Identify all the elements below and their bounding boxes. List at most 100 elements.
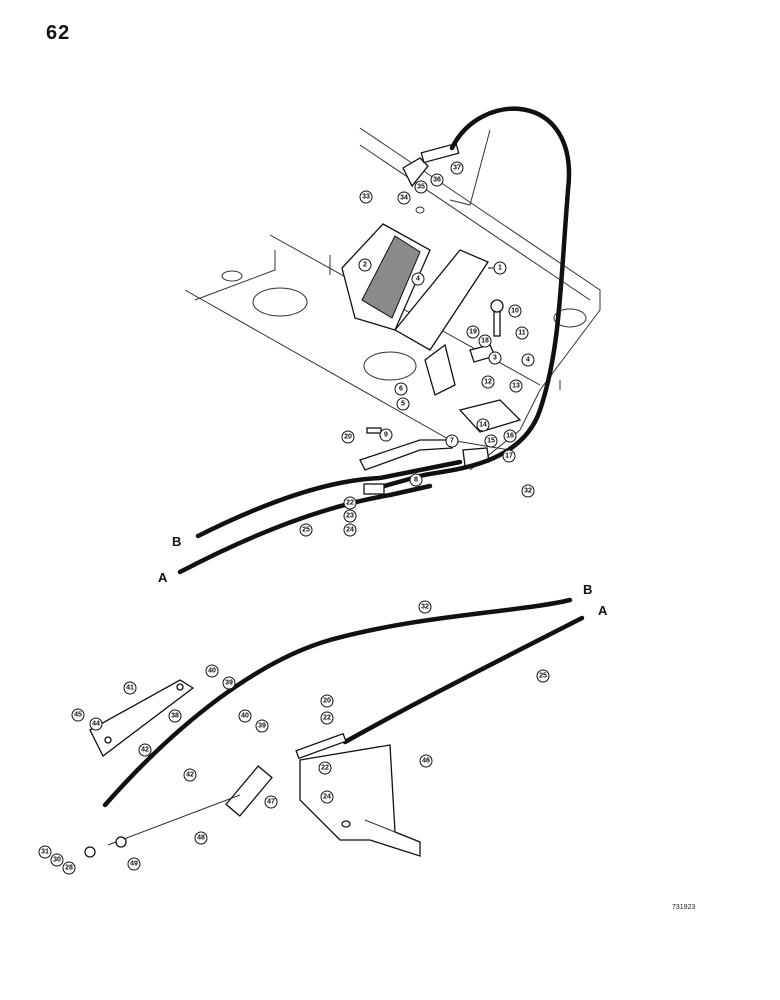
svg-text:25: 25 [302,527,310,534]
callout-3: 3 [488,351,502,365]
svg-text:37: 37 [453,165,461,172]
callout-18: 18 [478,334,492,348]
pedal-assembly [341,142,522,471]
svg-text:2: 2 [363,262,367,269]
svg-text:45: 45 [74,712,82,719]
svg-text:14: 14 [479,422,487,429]
svg-text:41: 41 [126,685,134,692]
svg-text:22: 22 [321,765,329,772]
svg-text:18: 18 [481,338,489,345]
svg-text:19: 19 [469,329,477,336]
callout-47: 47 [264,795,278,809]
callout-1: 1 [488,261,507,275]
callout-46: 46 [419,754,433,768]
callout-4: 4 [411,272,425,286]
cable-a-upper [177,483,433,575]
svg-text:13: 13 [512,383,520,390]
svg-text:4: 4 [416,276,420,283]
svg-text:17: 17 [505,453,513,460]
callout-31: 31 [38,845,52,859]
svg-text:23: 23 [346,513,354,520]
svg-text:38: 38 [171,713,179,720]
svg-text:32: 32 [524,488,532,495]
callout-38: 38 [168,709,182,723]
callout-30: 30 [50,853,64,867]
callout-45: 45 [71,708,85,722]
throttle-cable-32-upper [367,106,572,493]
callout-42: 42 [138,743,152,757]
svg-text:22: 22 [323,715,331,722]
svg-text:49: 49 [130,861,138,868]
svg-text:44: 44 [92,721,100,728]
svg-text:20: 20 [344,434,352,441]
svg-text:20: 20 [323,698,331,705]
callout-22-lower: 22 [320,711,334,725]
callout-12: 12 [481,375,495,389]
cable-end-label-a-lower: A [598,603,608,618]
callout-2: 2 [358,258,372,272]
svg-text:16: 16 [506,433,514,440]
callout-9: 9 [379,428,393,442]
callout-32-lower: 32 [418,600,432,614]
svg-text:9: 9 [384,432,388,439]
callout-40b: 40 [238,709,252,723]
svg-text:48: 48 [197,835,205,842]
figure-id: 731923 [672,904,696,911]
svg-text:42: 42 [186,772,194,779]
svg-text:25: 25 [539,673,547,680]
callout-37: 37 [450,161,464,175]
svg-text:10: 10 [511,308,519,315]
svg-text:1: 1 [498,265,502,272]
svg-text:28: 28 [65,865,73,872]
callout-20: 20 [341,430,355,444]
callout-49: 49 [127,857,141,871]
mounting-bracket-41 [89,679,195,757]
callout-34: 34 [397,191,411,205]
cable-clamp [363,483,385,495]
svg-text:7: 7 [450,438,454,445]
svg-text:6: 6 [399,386,403,393]
support-bracket-46 [299,744,421,857]
cable-end-label-b: B [172,534,181,549]
svg-text:4: 4 [526,357,530,364]
cable-end-label-b-lower: B [583,582,592,597]
callout-33: 33 [359,190,373,204]
callout-5: 5 [396,397,410,411]
callout-23: 23 [343,509,357,523]
svg-text:39: 39 [258,723,266,730]
callout-11: 11 [515,326,529,340]
callout-48: 48 [194,831,208,845]
svg-text:34: 34 [400,195,408,202]
callout-14: 14 [476,418,490,432]
callout-13: 13 [509,379,523,393]
throttle-cable-32-lower [102,597,573,808]
callout-41: 41 [123,681,137,695]
svg-text:47: 47 [267,799,275,806]
callout-22: 22 [343,496,357,510]
callout-24-lower: 24 [320,790,334,804]
svg-text:8: 8 [414,477,418,484]
svg-text:40: 40 [208,668,216,675]
callout-44: 44 [89,717,103,731]
svg-text:42: 42 [141,747,149,754]
svg-text:3: 3 [493,355,497,362]
callout-39b: 39 [255,719,269,733]
callout-8: 8 [409,473,423,487]
svg-text:30: 30 [53,857,61,864]
callout-36: 36 [430,173,444,187]
svg-text:5: 5 [401,401,405,408]
callout-42b: 42 [183,768,197,782]
rod-48 [107,794,241,846]
sleeve-47 [225,765,273,817]
callout-4b: 4 [521,353,535,367]
callout-35: 35 [414,180,428,194]
svg-text:46: 46 [422,758,430,765]
callout-24: 24 [343,523,357,537]
callout-16: 16 [503,429,517,443]
svg-text:36: 36 [433,177,441,184]
callout-15: 15 [484,434,498,448]
callout-25-lower: 25 [536,669,550,683]
svg-text:15: 15 [487,438,495,445]
callout-7: 7 [445,434,459,448]
page-number: 62 [46,22,71,44]
